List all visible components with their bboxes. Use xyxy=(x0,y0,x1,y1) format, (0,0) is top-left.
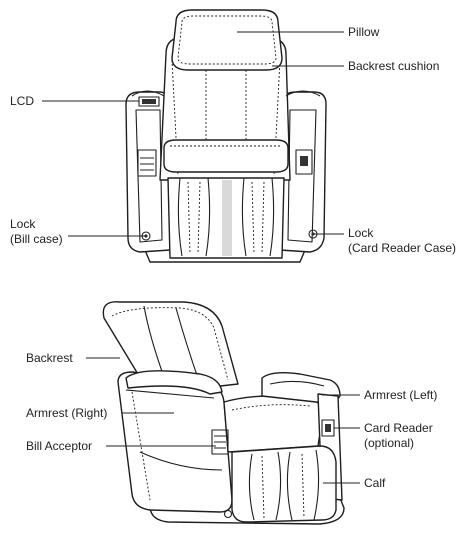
leader-lines xyxy=(42,31,360,484)
label-lock-card-line2: (Card Reader Case) xyxy=(348,241,457,255)
side-calf-line4 xyxy=(313,449,320,521)
front-pillow xyxy=(171,9,283,71)
front-calf-stitch3 xyxy=(251,181,255,255)
front-left-arm-panel xyxy=(135,109,163,243)
front-calf-r1 xyxy=(241,177,247,257)
side-bill-acceptor-lines xyxy=(214,435,226,449)
front-card-reader xyxy=(295,149,313,175)
front-calf-stitch1 xyxy=(187,181,191,255)
label-lock-card-reader-case: Lock (Card Reader Case) xyxy=(348,226,456,256)
side-bill-acceptor xyxy=(211,429,229,455)
label-backrest-cushion: Backrest cushion xyxy=(348,59,440,73)
front-right-armrest-top xyxy=(285,90,321,97)
label-armrest-right: Armrest (Right) xyxy=(26,406,108,420)
front-calf-stitch2 xyxy=(197,181,201,255)
side-lock xyxy=(223,509,233,519)
side-right-arm-stitch xyxy=(131,391,151,501)
front-bill-slot xyxy=(137,149,157,177)
front-bill-slot-lines xyxy=(140,157,154,171)
side-right-arm-seam xyxy=(139,451,223,471)
side-seat xyxy=(223,395,325,453)
side-card-reader-slot xyxy=(325,424,331,432)
label-calf: Calf xyxy=(364,476,386,490)
label-pillow: Pillow xyxy=(348,25,380,39)
label-lock-bill-case: Lock (Bill case) xyxy=(10,217,63,247)
front-card-reader-slot xyxy=(300,156,308,166)
label-lock-bill-line1: Lock xyxy=(10,217,36,231)
side-calf-line3 xyxy=(286,451,293,521)
label-lock-card-line1: Lock xyxy=(348,226,374,240)
front-view-chair xyxy=(125,9,327,263)
label-card-reader-line1: Card Reader xyxy=(364,421,433,435)
side-backrest xyxy=(102,301,239,395)
front-seat-cushion xyxy=(163,139,289,173)
side-calf-line1 xyxy=(248,453,255,521)
side-calf-line2 xyxy=(275,451,282,521)
side-calf-stitch2 xyxy=(301,453,305,519)
front-calf-l2 xyxy=(205,177,211,257)
front-leg-gap xyxy=(222,180,232,256)
side-view-chair xyxy=(102,301,345,525)
front-calf-l1 xyxy=(177,177,183,257)
label-backrest: Backrest xyxy=(26,351,73,365)
front-right-arm-panel xyxy=(287,109,317,243)
label-bill-acceptor: Bill Acceptor xyxy=(26,439,93,453)
label-armrest-left: Armrest (Left) xyxy=(364,388,438,402)
front-calf-stitch4 xyxy=(261,181,265,255)
front-calf-r2 xyxy=(269,177,275,257)
front-left-armrest-top xyxy=(131,90,165,97)
side-right-arm-top-edge xyxy=(125,389,215,399)
side-right-armrest-pad xyxy=(125,370,223,395)
label-lock-bill-line2: (Bill case) xyxy=(10,232,63,246)
label-lcd: LCD xyxy=(10,94,35,108)
side-left-armrest-edge xyxy=(269,380,325,387)
side-backrest-stitch xyxy=(111,307,229,381)
label-card-reader-line2: (optional) xyxy=(364,436,415,450)
front-lcd-display xyxy=(142,99,156,104)
label-card-reader: Card Reader (optional) xyxy=(364,421,433,451)
side-calf-unit xyxy=(231,445,337,523)
